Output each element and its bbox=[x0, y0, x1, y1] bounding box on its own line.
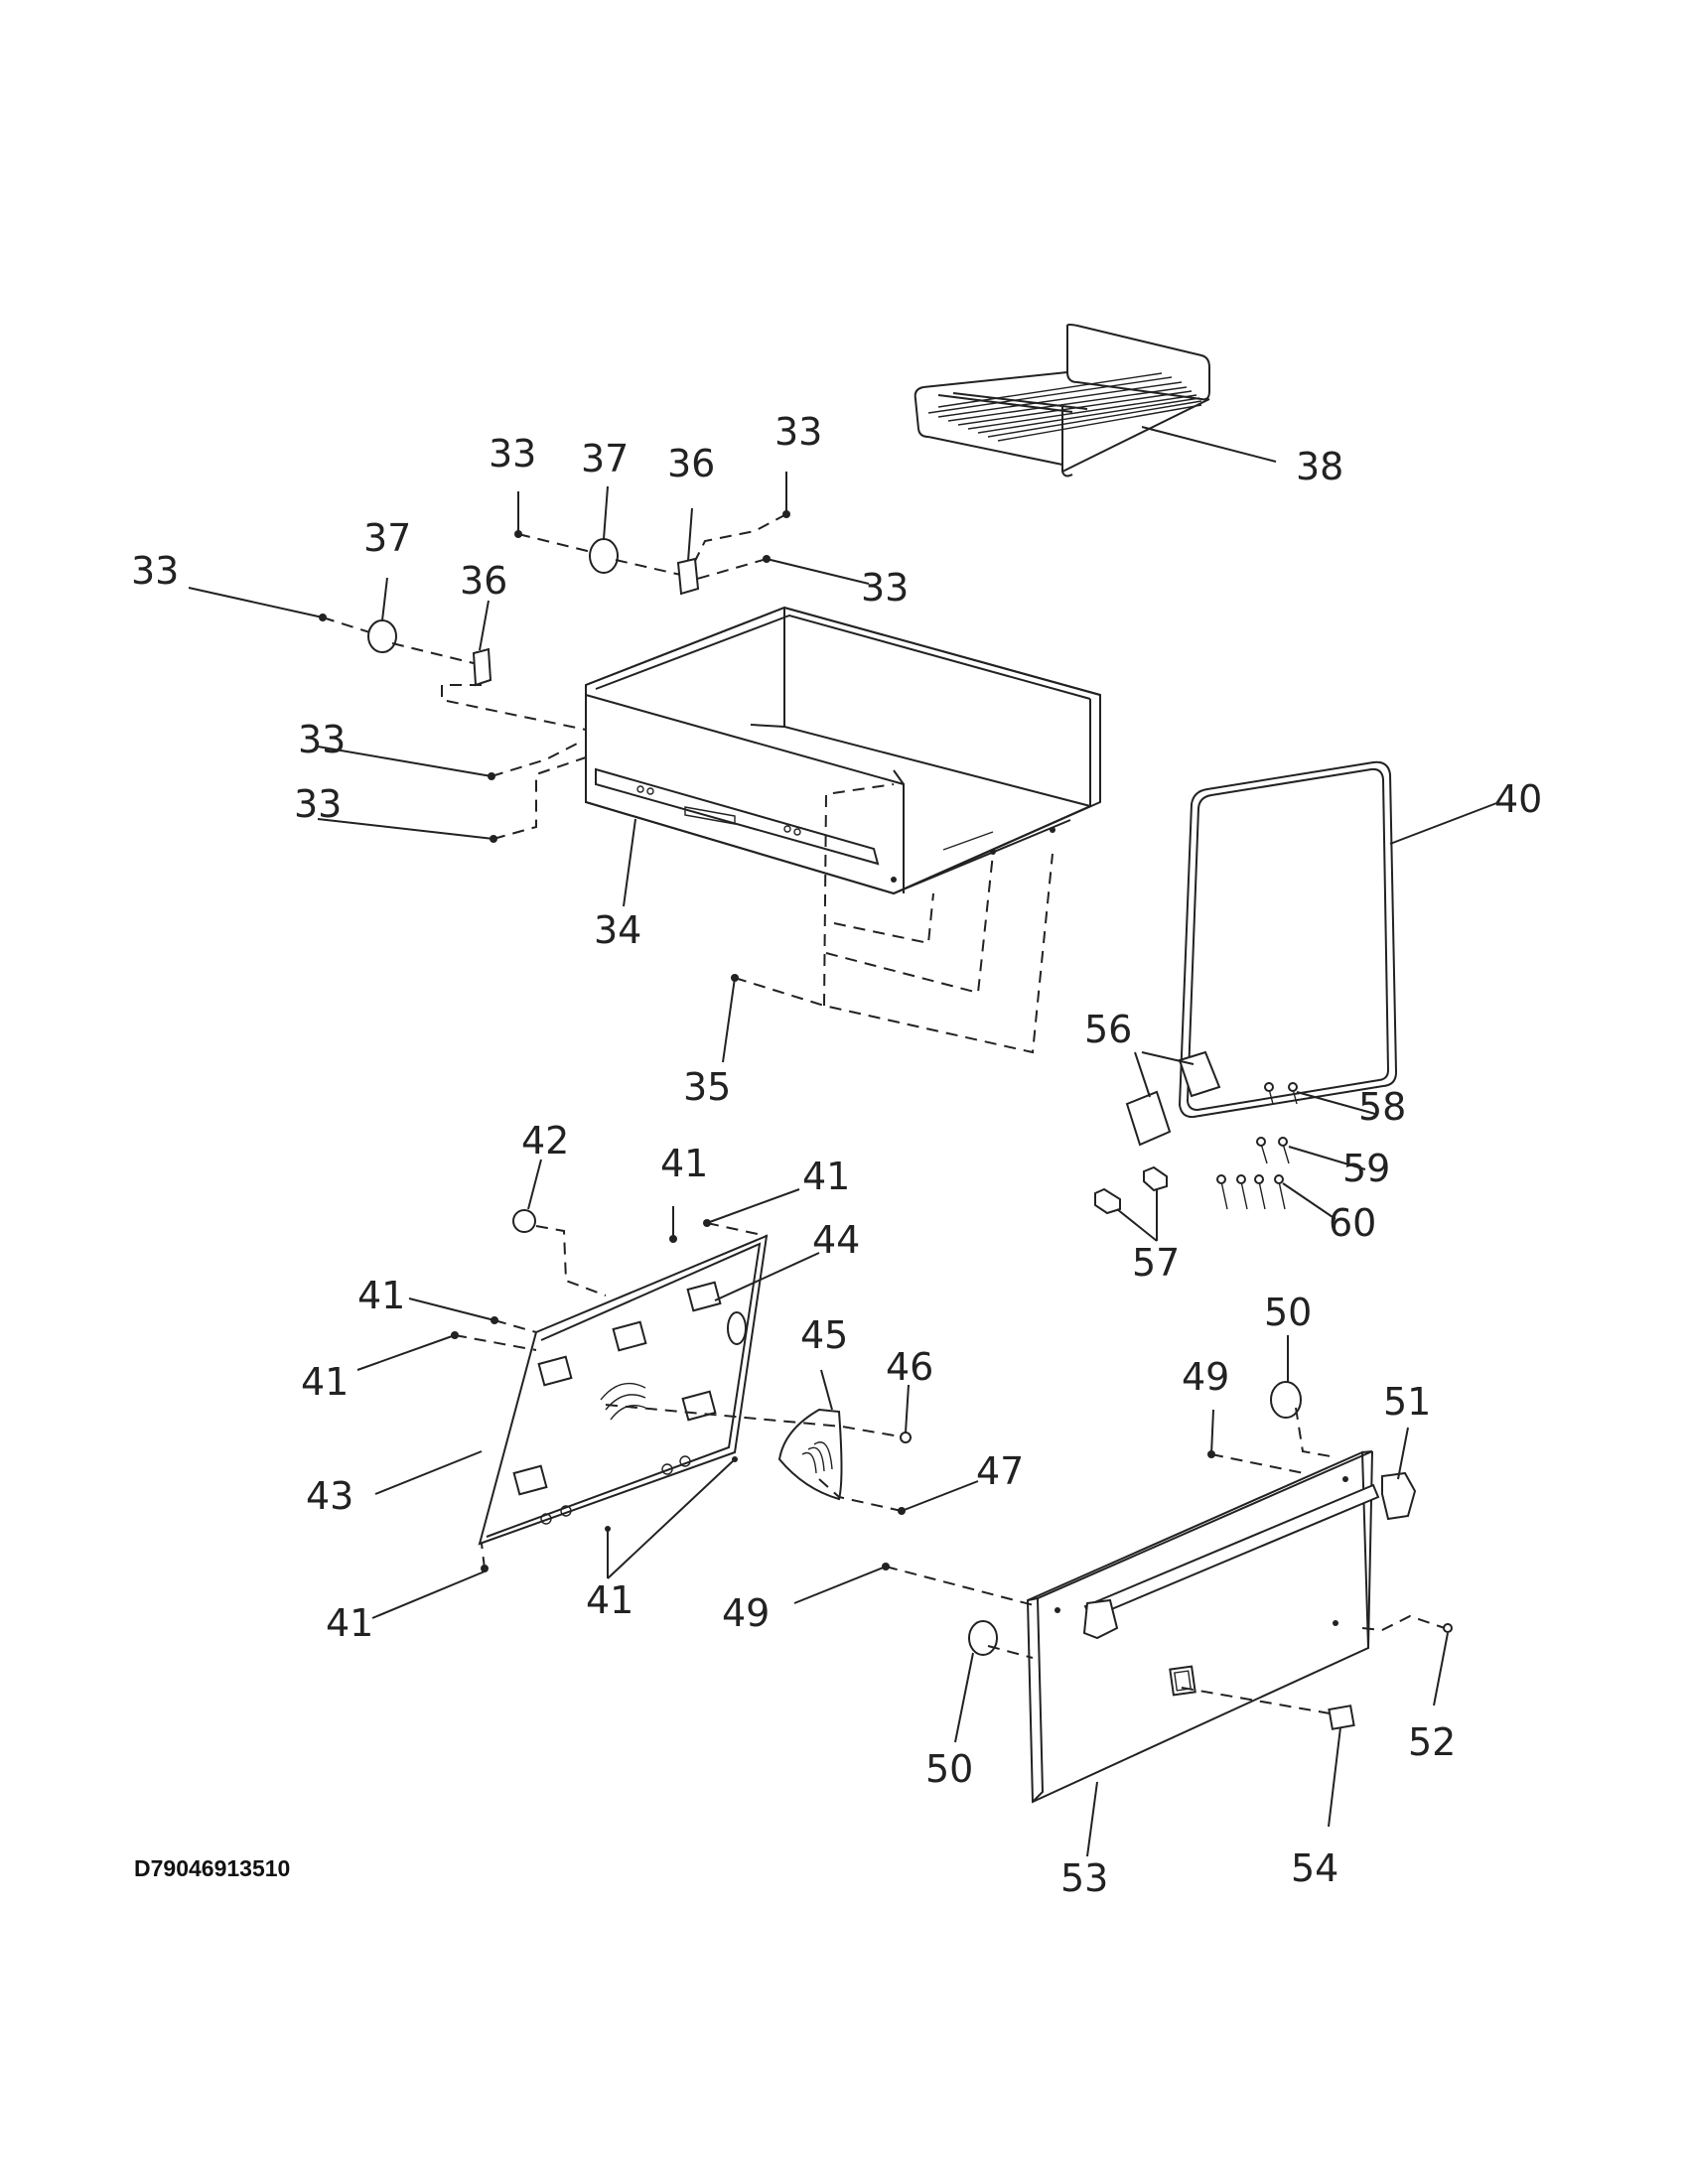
bluetooth-badge-group bbox=[605, 1369, 979, 1515]
label-40: 40 bbox=[1494, 777, 1542, 821]
spacer-50a[interactable] bbox=[1270, 1381, 1302, 1419]
drawer-screws bbox=[722, 783, 1054, 1063]
slide-bracket-36[interactable] bbox=[472, 647, 492, 687]
label-41: 41 bbox=[357, 1274, 405, 1317]
label-33: 33 bbox=[298, 718, 346, 761]
control-panel-board[interactable] bbox=[374, 1234, 769, 1546]
label-33: 33 bbox=[489, 432, 536, 476]
label-36: 36 bbox=[667, 442, 715, 485]
label-33: 33 bbox=[294, 782, 342, 826]
rocker-switch-54[interactable] bbox=[1328, 1705, 1355, 1730]
label-59: 59 bbox=[1342, 1147, 1390, 1190]
panel-fasteners bbox=[356, 1159, 820, 1619]
label-53: 53 bbox=[1060, 1856, 1108, 1900]
label-56: 56 bbox=[1084, 1008, 1132, 1051]
wire-rack[interactable] bbox=[914, 324, 1277, 478]
drawer-box[interactable] bbox=[585, 606, 1101, 907]
slide-bracket-36b[interactable] bbox=[676, 557, 700, 596]
label-36: 36 bbox=[460, 559, 507, 603]
label-58: 58 bbox=[1358, 1085, 1406, 1129]
label-38: 38 bbox=[1296, 445, 1343, 488]
label-46: 46 bbox=[886, 1345, 933, 1389]
label-43: 43 bbox=[306, 1474, 353, 1518]
label-35: 35 bbox=[683, 1065, 731, 1109]
label-52: 52 bbox=[1408, 1720, 1456, 1764]
label-41: 41 bbox=[802, 1155, 850, 1198]
door-panel[interactable] bbox=[1026, 1450, 1373, 1857]
label-60: 60 bbox=[1329, 1201, 1376, 1245]
document-code: D79046913510 bbox=[134, 1855, 290, 1881]
label-41: 41 bbox=[326, 1601, 373, 1645]
leader-40 bbox=[1389, 801, 1500, 845]
label-45: 45 bbox=[800, 1313, 848, 1357]
label-41: 41 bbox=[586, 1578, 633, 1622]
label-49: 49 bbox=[722, 1591, 770, 1635]
label-47: 47 bbox=[976, 1449, 1024, 1493]
leader-38 bbox=[1141, 426, 1277, 463]
part-labels: 33 37 36 33 37 36 33 33 38 33 33 34 40 3… bbox=[131, 410, 1542, 1900]
door-fasteners bbox=[793, 1335, 1453, 1828]
label-44: 44 bbox=[812, 1218, 860, 1262]
slide-fasteners bbox=[188, 472, 870, 843]
rocker-switch-opening bbox=[1169, 1665, 1196, 1697]
label-57: 57 bbox=[1132, 1241, 1180, 1285]
label-51: 51 bbox=[1383, 1380, 1431, 1424]
label-54: 54 bbox=[1291, 1846, 1338, 1890]
label-50: 50 bbox=[1264, 1291, 1312, 1334]
spacer-washer-37[interactable] bbox=[367, 619, 397, 653]
label-50: 50 bbox=[925, 1747, 973, 1791]
label-33: 33 bbox=[131, 549, 179, 593]
label-37: 37 bbox=[363, 516, 411, 560]
label-37: 37 bbox=[581, 437, 629, 480]
label-33: 33 bbox=[774, 410, 822, 454]
label-42: 42 bbox=[521, 1119, 569, 1162]
bracket-57a[interactable] bbox=[1094, 1187, 1121, 1215]
label-33: 33 bbox=[861, 566, 909, 610]
door-handle[interactable] bbox=[1082, 1427, 1417, 1640]
spacer-50b[interactable] bbox=[968, 1620, 998, 1656]
door-gasket[interactable] bbox=[1178, 760, 1500, 1119]
leader-34 bbox=[623, 818, 636, 907]
bracket-56b[interactable] bbox=[1178, 1050, 1221, 1098]
label-41: 41 bbox=[301, 1360, 349, 1404]
bracket-56a[interactable] bbox=[1125, 1090, 1172, 1147]
spacer-washer-37b[interactable] bbox=[589, 538, 619, 574]
leader-53 bbox=[1086, 1781, 1098, 1857]
hinge-hardware bbox=[1094, 1050, 1376, 1242]
label-34: 34 bbox=[594, 908, 641, 952]
knob-42[interactable] bbox=[512, 1209, 536, 1233]
label-41: 41 bbox=[660, 1142, 708, 1185]
leader-43 bbox=[374, 1450, 483, 1495]
label-49: 49 bbox=[1182, 1355, 1229, 1399]
bracket-57b[interactable] bbox=[1143, 1165, 1168, 1192]
